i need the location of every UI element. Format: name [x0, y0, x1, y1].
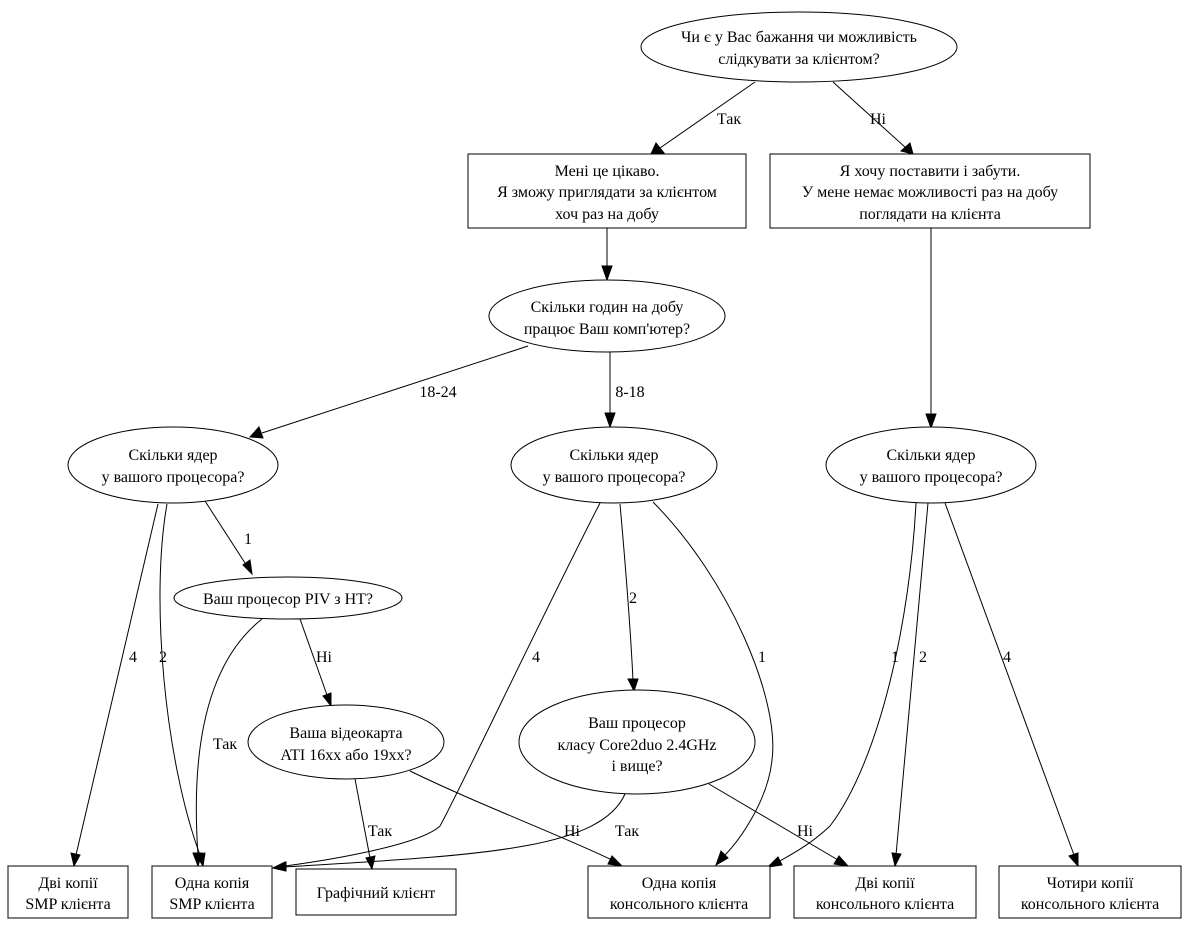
edge-label-piv-no: Ні — [316, 649, 333, 666]
edge-cores-b-2: 2 — [619, 503, 639, 693]
edge-label-piv-yes: Так — [213, 736, 237, 753]
edge-label-cores-b-4: 4 — [532, 649, 540, 666]
result-two-console-line-1: Дві копії — [855, 875, 915, 892]
edge-label-cores-b-1: 1 — [758, 649, 766, 666]
question-monitor-line-1: Чи є у Вас бажання чи можливість — [681, 29, 917, 46]
result-one-smp-line-1: Одна копія — [175, 875, 250, 892]
edge-label-hours-8-18: 8-18 — [615, 384, 644, 401]
edge-piv-no: Ні — [299, 618, 333, 708]
result-two-smp-line-1: Дві копії — [38, 875, 98, 892]
question-piv-ht-line-1: Ваш процесор PIV з HT? — [203, 591, 373, 608]
edge-cores-b-4: 4 — [271, 502, 601, 872]
edge-hours-18-24: 18-24 — [248, 345, 529, 439]
edge-video-yes: Так — [354, 778, 392, 871]
edge-label-cores-b-2: 2 — [629, 590, 637, 607]
question-cores-b: Скільки ядер у вашого процесора? — [510, 426, 718, 504]
edge-cores-a-2: 2 — [159, 503, 206, 868]
result-one-console: Одна копія консольного клієнта — [587, 865, 771, 919]
edge-interested-to-hours — [601, 228, 613, 282]
result-two-smp: Дві копії SMP клієнта — [7, 865, 129, 919]
edge-label-core2duo-yes: Так — [615, 823, 639, 840]
edge-monitor-no: Ні — [832, 81, 914, 155]
question-cores-a-line-2: у вашого процесора? — [102, 469, 245, 486]
edge-label-monitor-yes: Так — [717, 111, 741, 128]
result-one-console-line-1: Одна копія — [642, 875, 717, 892]
question-monitor: Чи є у Вас бажання чи можливість слідкув… — [640, 11, 958, 83]
edge-label-cores-c-4: 4 — [1003, 649, 1011, 666]
question-cores-a-line-1: Скільки ядер — [128, 447, 217, 464]
question-core2duo: Ваш процесор класу Core2duo 2.4GHz і вищ… — [518, 689, 756, 795]
question-cores-b-line-2: у вашого процесора? — [543, 469, 686, 486]
edge-label-core2duo-no: Ні — [797, 823, 814, 840]
question-cores-c-line-2: у вашого процесора? — [860, 469, 1003, 486]
result-four-console: Чотири копії консольного клієнта — [998, 865, 1182, 919]
box-interested: Мені це цікаво. Я зможу приглядати за кл… — [467, 153, 747, 229]
box-interested-line-1: Мені це цікаво. — [555, 163, 660, 180]
question-video-card-line-1: Ваша відеокарта — [289, 725, 402, 742]
box-set-and-forget-line-3: поглядати на клієнта — [859, 206, 1001, 223]
result-one-console-line-2: консольного клієнта — [610, 896, 748, 913]
edge-monitor-yes: Так — [650, 81, 756, 155]
edge-core2duo-no: Ні — [708, 783, 850, 867]
edge-cores-a-1: 1 — [204, 500, 253, 576]
box-set-and-forget: Я хочу поставити і забути. У мене немає … — [769, 153, 1091, 229]
result-gpu-client-line-1: Графічний клієнт — [317, 885, 436, 902]
edge-setforget-to-cores-c — [925, 228, 937, 430]
box-interested-line-2: Я зможу приглядати за клієнтом — [497, 184, 717, 201]
edge-cores-a-4: 4 — [70, 503, 159, 868]
question-monitor-line-2: слідкувати за клієнтом? — [718, 51, 880, 68]
question-core2duo-line-2: класу Core2duo 2.4GHz — [557, 737, 716, 754]
edge-cores-c-2: 2 — [891, 502, 929, 868]
edge-label-video-yes: Так — [368, 823, 392, 840]
edge-cores-c-1: 1 — [766, 502, 917, 868]
question-cores-b-line-1: Скільки ядер — [569, 447, 658, 464]
question-core2duo-line-3: і вище? — [611, 758, 662, 775]
edge-label-cores-a-2: 2 — [159, 649, 167, 666]
edge-label-cores-a-1: 1 — [244, 531, 252, 548]
edge-piv-yes: Так — [192, 618, 263, 868]
question-hours-line-1: Скільки годин на добу — [531, 299, 684, 316]
result-two-smp-line-2: SMP клієнта — [25, 896, 110, 913]
box-set-and-forget-line-2: У мене немає можливості раз на добу — [802, 184, 1058, 201]
question-video-card: Ваша відеокарта ATI 16xx або 19xx? — [247, 704, 445, 780]
edge-hours-8-18: 8-18 — [604, 352, 645, 429]
edge-label-hours-18-24: 18-24 — [419, 384, 456, 401]
box-interested-line-3: хоч раз на добу — [555, 206, 659, 223]
question-video-card-line-2: ATI 16xx або 19xx? — [280, 747, 411, 764]
result-four-console-line-1: Чотири копії — [1047, 875, 1134, 892]
edge-label-cores-a-4: 4 — [129, 649, 137, 666]
question-cores-a: Скільки ядер у вашого процесора? — [67, 426, 279, 504]
edge-label-cores-c-2: 2 — [919, 649, 927, 666]
result-two-console: Дві копії консольного клієнта — [793, 865, 977, 919]
edge-cores-c-4: 4 — [944, 502, 1079, 868]
result-gpu-client: Графічний клієнт — [295, 868, 457, 916]
question-piv-ht: Ваш процесор PIV з HT? — [173, 576, 403, 620]
question-hours: Скільки годин на добу працює Ваш комп'ют… — [488, 279, 726, 353]
box-set-and-forget-line-1: Я хочу поставити і забути. — [840, 163, 1021, 180]
edge-cores-b-1: 1 — [652, 501, 774, 867]
edge-label-cores-c-1: 1 — [891, 649, 899, 666]
question-cores-c-line-1: Скільки ядер — [886, 447, 975, 464]
question-core2duo-line-1: Ваш процесор — [588, 715, 686, 732]
result-four-console-line-2: консольного клієнта — [1021, 896, 1159, 913]
result-one-smp: Одна копія SMP клієнта — [151, 865, 273, 919]
question-cores-c: Скільки ядер у вашого процесора? — [825, 426, 1037, 504]
result-one-smp-line-2: SMP клієнта — [169, 896, 254, 913]
edge-label-monitor-no: Ні — [870, 111, 887, 128]
edge-core2duo-yes: Так — [271, 793, 639, 872]
result-two-console-line-2: консольного клієнта — [816, 896, 954, 913]
question-hours-line-2: працює Ваш комп'ютер? — [524, 321, 690, 338]
